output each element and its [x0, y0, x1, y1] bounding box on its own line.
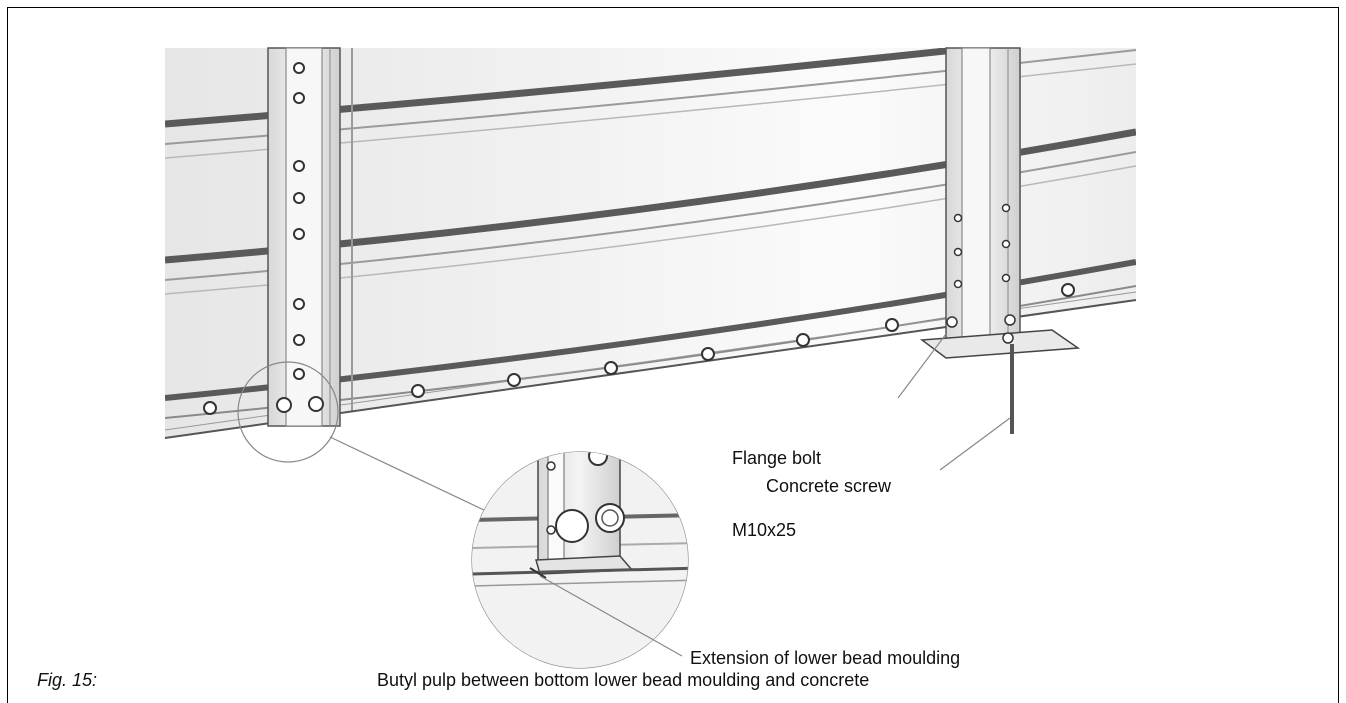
detail-marker-circle: [237, 361, 339, 463]
figure-caption: Butyl pulp between bottom lower bead mou…: [377, 670, 870, 690]
right-post: [919, 47, 1081, 359]
figure-frame: [7, 7, 1339, 703]
flange-bolt-leader: [897, 333, 947, 399]
flange-bolt-label: Flange bolt M10x25: [732, 398, 821, 566]
concrete-screw-label: Concrete screw: [766, 476, 892, 496]
bead-extension-leader: [539, 575, 683, 657]
bead-extension-label: Extension of lower bead moulding: [690, 648, 961, 668]
detail-leader: [329, 436, 506, 521]
flange-bolt-line1: Flange bolt: [732, 448, 822, 468]
flange-bolt-line2: M10x25: [732, 520, 797, 540]
left-post: [267, 47, 341, 427]
figure-number: Fig. 15:: [37, 670, 98, 690]
zoom-detail: [471, 451, 689, 669]
bead-bolts: [203, 283, 1075, 415]
concrete-screw-leader: [939, 417, 1011, 471]
